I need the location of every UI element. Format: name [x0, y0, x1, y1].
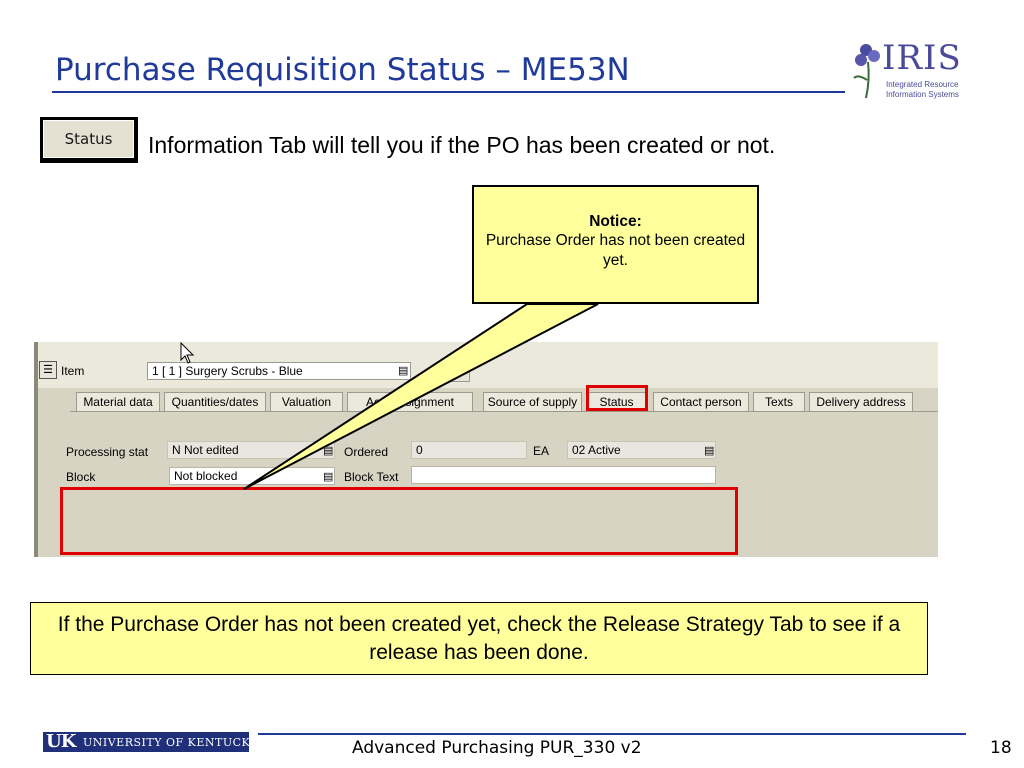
item-label: Item — [61, 364, 85, 378]
empty-area-highlight — [60, 487, 738, 555]
status-button-sample: Status — [43, 120, 134, 158]
notice-callout: Notice: Purchase Order has not been crea… — [472, 185, 759, 304]
page-number: 18 — [990, 738, 1012, 758]
panel-left-edge — [34, 342, 38, 557]
uk-logo: UK UNIVERSITY OF KENTUCKY — [43, 731, 257, 752]
tab-source-of-supply[interactable]: Source of supply — [483, 392, 582, 412]
footer-rule — [258, 733, 966, 735]
dropdown-icon[interactable]: ▤ — [398, 365, 409, 377]
processing-status-field[interactable]: N Not edited — [167, 441, 335, 459]
status-field[interactable]: 02 Active — [567, 441, 716, 459]
tab-delivery-address[interactable]: Delivery address — [809, 392, 913, 412]
dropdown-icon[interactable]: ▤ — [323, 445, 334, 457]
processing-status-label: Processing stat — [66, 445, 149, 459]
dropdown-icon[interactable]: ▤ — [323, 471, 334, 483]
ordered-field[interactable]: 0 — [411, 441, 527, 459]
status-tab-highlight — [586, 385, 648, 411]
block-text-field[interactable] — [411, 466, 716, 484]
collapse-icon[interactable]: ☰ — [39, 361, 57, 379]
intro-text: Information Tab will tell you if the PO … — [148, 132, 776, 158]
block-text-label: Block Text — [344, 470, 399, 484]
unit-label: EA — [533, 444, 550, 458]
iris-subtitle-2: Information Systems — [886, 90, 959, 99]
block-field[interactable]: Not blocked — [169, 467, 335, 485]
uk-name: UNIVERSITY OF KENTUCKY — [83, 736, 258, 749]
tab-material-data[interactable]: Material data — [76, 392, 160, 412]
tab-contact-person[interactable]: Contact person — [653, 392, 749, 412]
tab-acct-assignment[interactable]: Acct assignment — [347, 392, 473, 412]
ordered-label: Ordered — [344, 445, 389, 459]
uk-initials: UK — [46, 731, 76, 752]
item-nav-button[interactable] — [440, 362, 470, 382]
release-strategy-note: If the Purchase Order has not been creat… — [30, 602, 928, 675]
iris-logo: IRIS Integrated Resource Information Sys… — [852, 38, 962, 104]
title-underline — [52, 91, 845, 93]
iris-flower-icon — [853, 44, 880, 99]
tab-texts[interactable]: Texts — [753, 392, 805, 412]
notice-title: Notice: — [589, 213, 642, 230]
notice-body: Purchase Order has not been created yet. — [485, 232, 746, 269]
dropdown-icon[interactable]: ▤ — [704, 445, 715, 457]
footer-course-title: Advanced Purchasing PUR_330 v2 — [352, 738, 642, 758]
iris-wordmark: IRIS — [882, 38, 962, 78]
block-label: Block — [66, 470, 96, 484]
tab-quantities-dates[interactable]: Quantities/dates — [164, 392, 266, 412]
tab-valuation[interactable]: Valuation — [270, 392, 343, 412]
slide-title: Purchase Requisition Status – ME53N — [55, 52, 630, 88]
item-select[interactable]: 1 [ 1 ] Surgery Scrubs - Blue — [147, 362, 411, 380]
iris-subtitle-1: Integrated Resource — [886, 80, 959, 89]
